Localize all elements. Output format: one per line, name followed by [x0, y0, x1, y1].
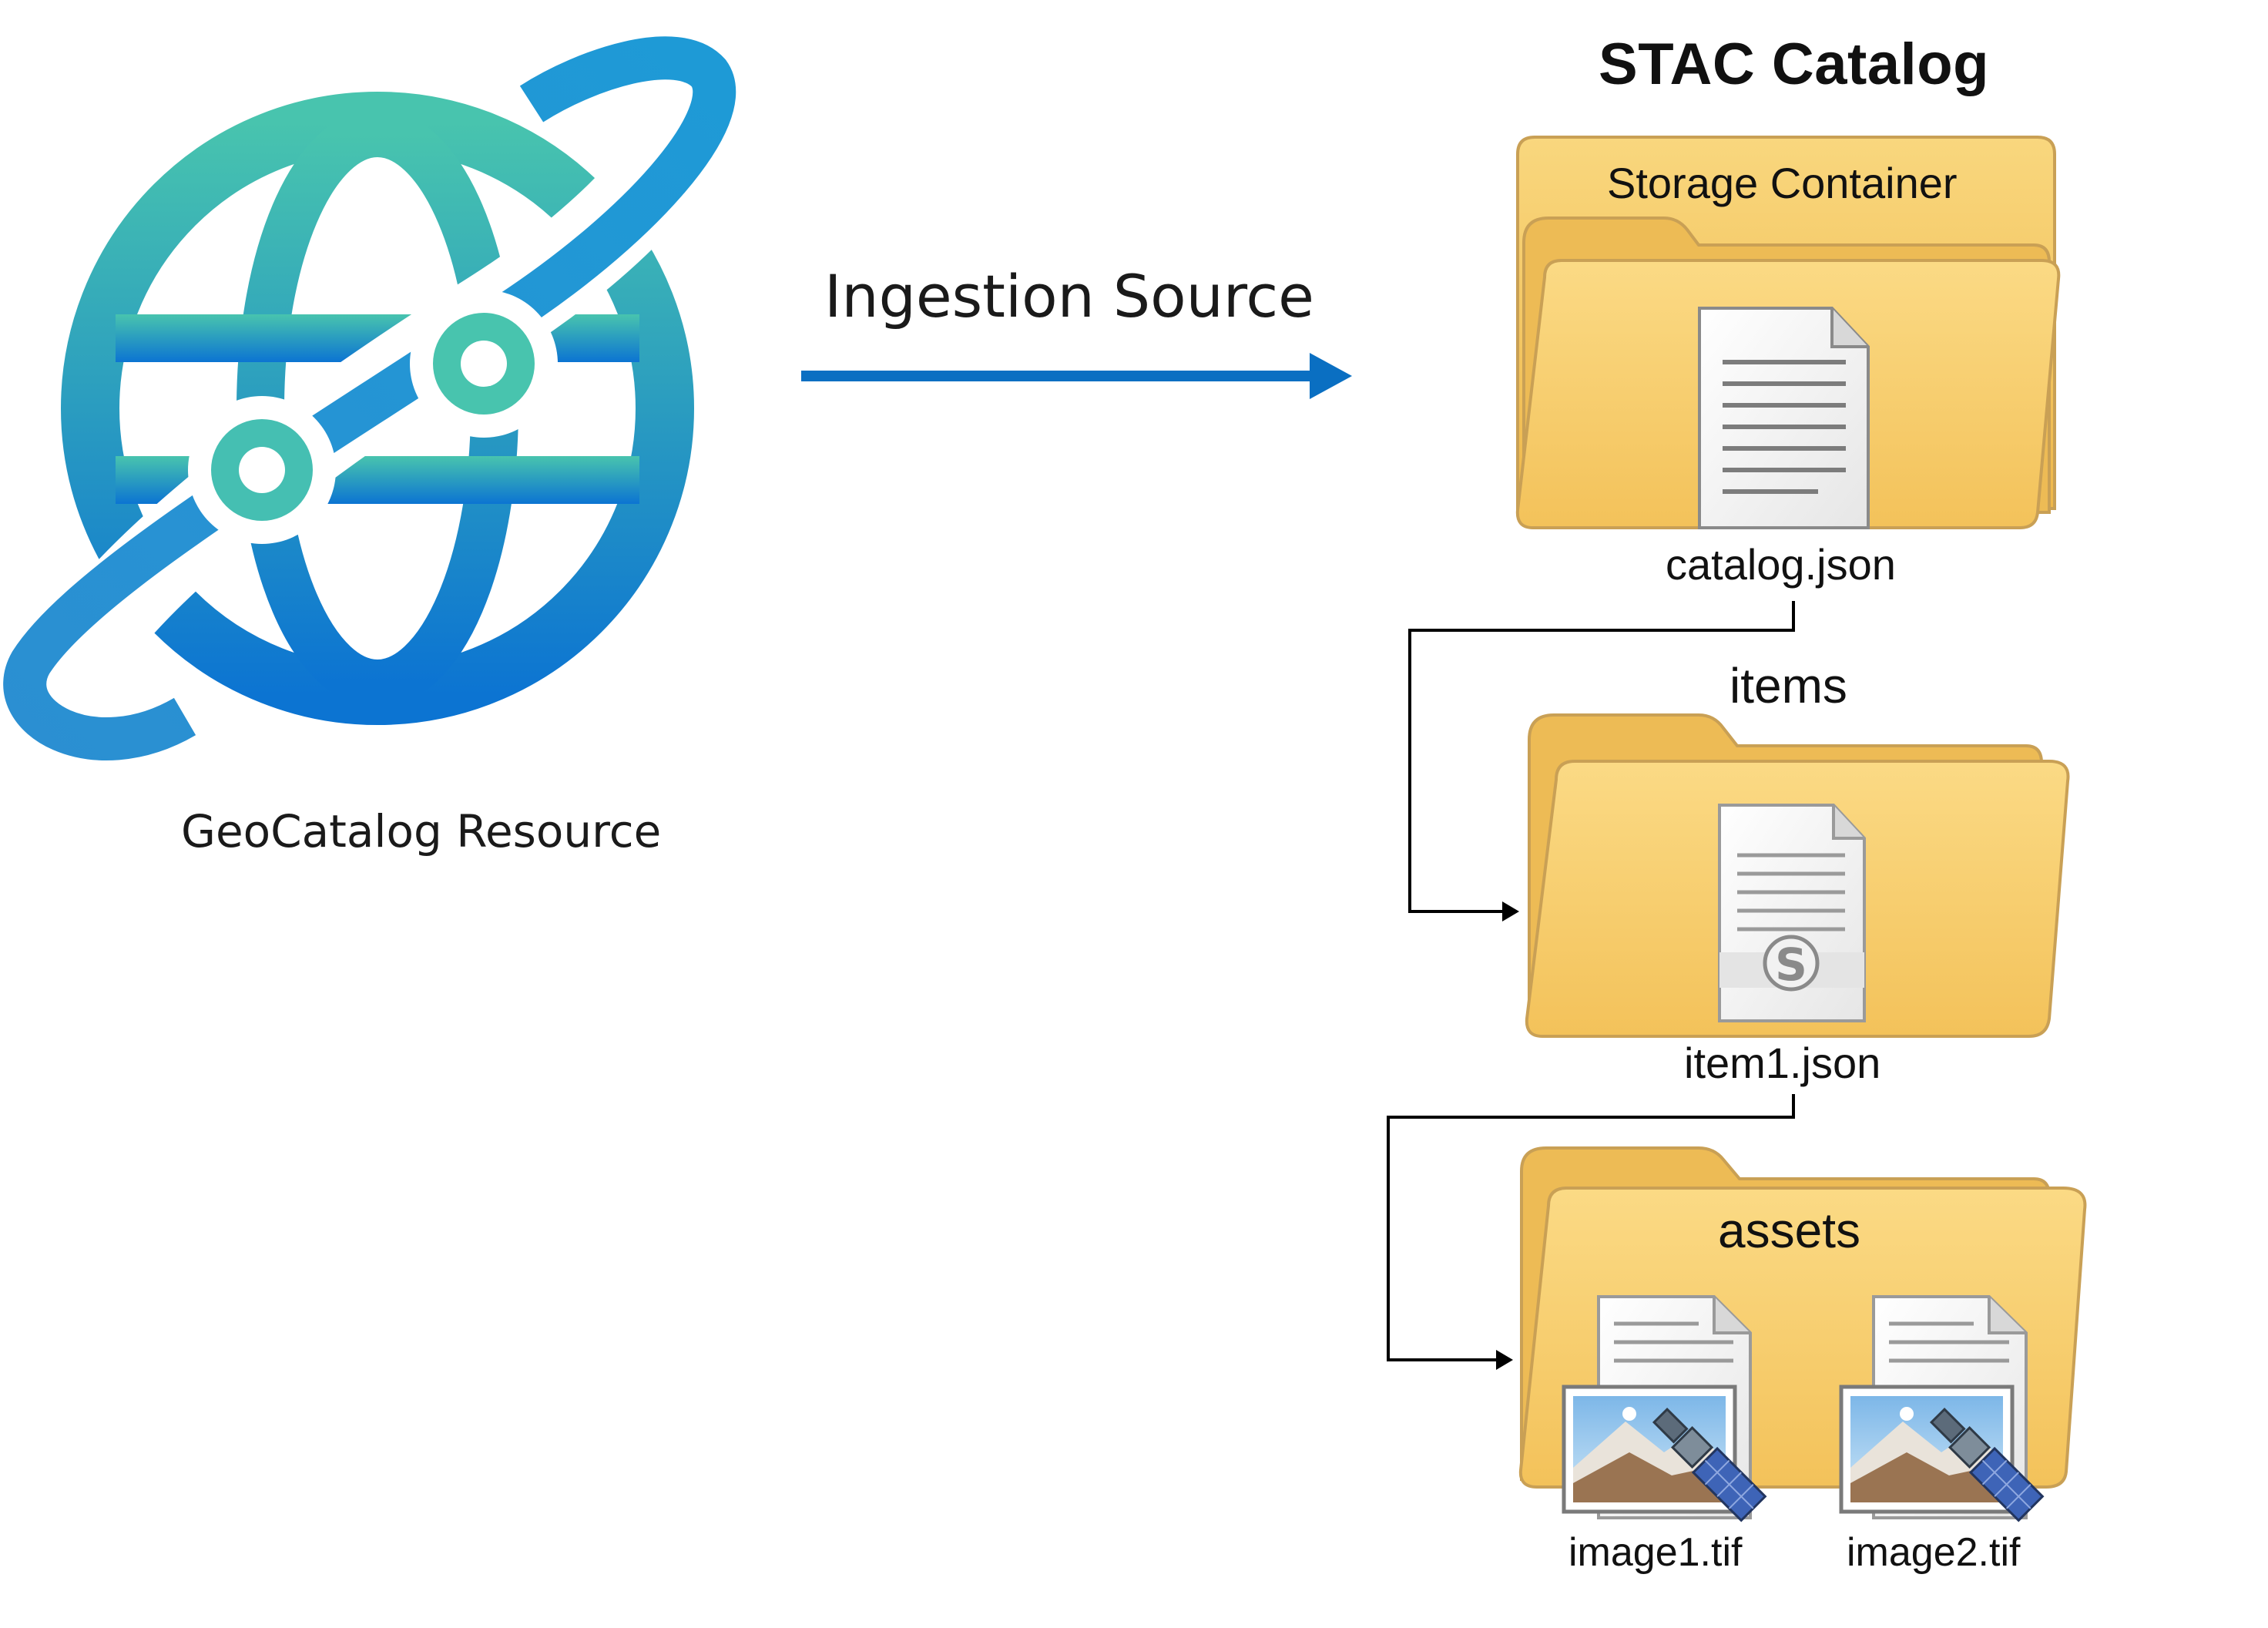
catalog-json-label: catalog.json [1666, 540, 1896, 589]
satellite-icon [1929, 1407, 2045, 1522]
items-folder-label: items [1730, 658, 1847, 713]
item-document-icon: S [1718, 804, 1866, 1022]
geocatalog-resource-label: GeoCatalog Resource [181, 805, 662, 858]
assets-folder-label: assets [1718, 1203, 1860, 1258]
items-folder: S [1525, 713, 2070, 1038]
storage-container-label: Storage Container [1607, 159, 1958, 207]
connector-catalog-to-items [1408, 601, 1795, 915]
ingestion-source-label: Ingestion Source [824, 262, 1314, 331]
assets-folder [1518, 1146, 2087, 1522]
item-json-label: item1.json [1684, 1039, 1881, 1087]
image1-file-icon [1562, 1295, 1767, 1522]
image1-tif-label: image1.tif [1568, 1530, 1743, 1575]
connector-items-to-assets [1387, 1094, 1795, 1361]
image2-file-icon [1839, 1295, 2045, 1522]
catalog-document-icon [1698, 307, 1870, 529]
image2-tif-label: image2.tif [1847, 1530, 2021, 1575]
satellite-icon [1652, 1407, 1767, 1522]
ingestion-arrow [801, 353, 1352, 399]
stac-catalog-title: STAC Catalog [1599, 32, 1990, 97]
globe-orbit-icon [3, 36, 743, 785]
storage-container-folder [1515, 136, 2061, 529]
stac-mark-glyph: S [1775, 938, 1807, 991]
